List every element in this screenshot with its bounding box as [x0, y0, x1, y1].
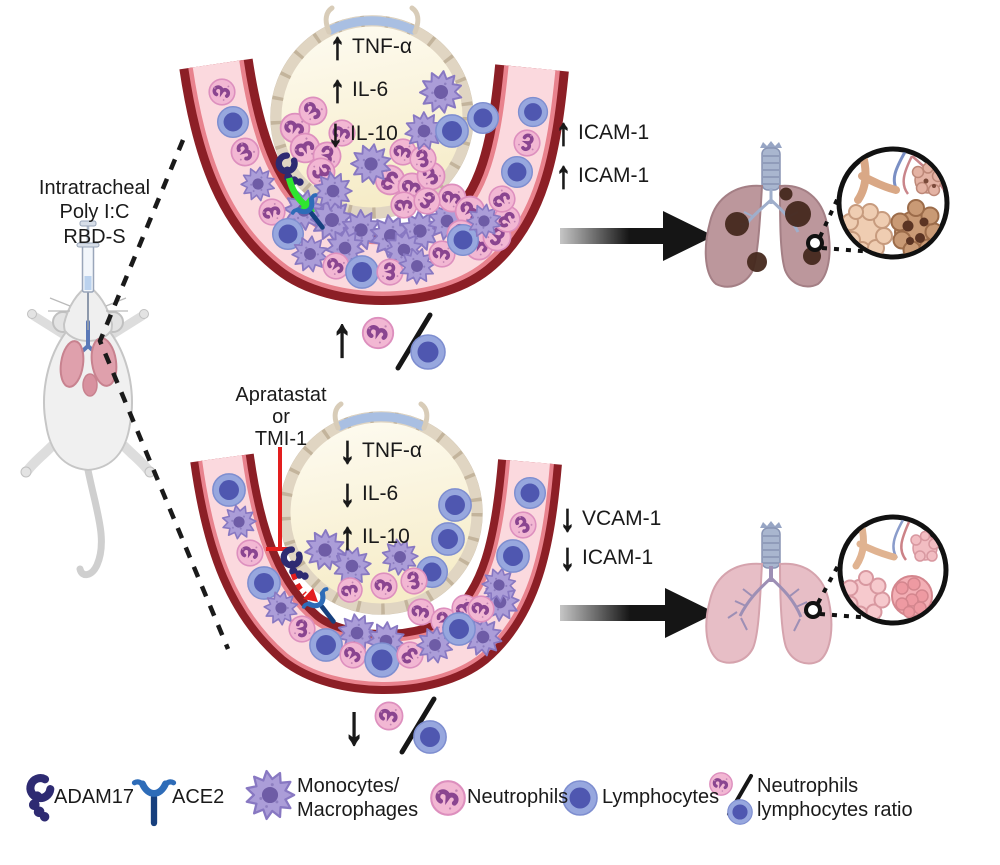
- cytokine-il6-bottom: ↓ IL-6: [339, 472, 399, 516]
- mouse-whiskers: [48, 297, 128, 312]
- bottom-ratio-icon: [373, 696, 447, 755]
- adhesion-icam1-bottom: ↓ ICAM-1: [559, 536, 654, 580]
- legend-label-ratio: Neutrophils lymphocytes ratio: [757, 775, 913, 822]
- mouse-lungs: [59, 320, 118, 397]
- down-arrow-icon: ↓: [559, 536, 575, 578]
- mouse-illustration: [20, 220, 156, 579]
- cytokine-label: IL-6: [352, 78, 389, 101]
- adhesion-icam1-top-1: ↑ ICAM-1: [555, 111, 650, 155]
- monocyte-macrophage-icon: [245, 769, 296, 821]
- inhibited-shedding-arrow: [290, 573, 318, 602]
- ratio-down-arrow: ↓: [343, 696, 365, 756]
- down-arrow-icon: ↓: [339, 429, 355, 471]
- dashed-connector-lines: [97, 139, 231, 650]
- treatment-label: Apratastat or TMI-1: [235, 384, 327, 450]
- intratracheal-challenge-label: Intratracheal Poly I:C RBD-S: [38, 177, 151, 248]
- bronchial-tree: [727, 566, 815, 632]
- adhesion-label: VCAM-1: [582, 507, 662, 530]
- cytokine-il6-top: ↑ IL-6: [329, 68, 389, 112]
- adhesion-label: ICAM-1: [578, 164, 650, 187]
- magnifier-damaged-alveoli: [806, 146, 950, 260]
- neutrophil-icon: [431, 781, 465, 815]
- magnifier-healthy-alveoli: [804, 514, 949, 626]
- down-arrow-icon: ↓: [559, 497, 575, 539]
- top-ratio-icon: [363, 312, 446, 371]
- up-arrow-icon: ↑: [329, 25, 345, 67]
- ratio-up-arrow: ↑: [331, 308, 353, 368]
- up-arrow-icon: ↑: [329, 68, 345, 110]
- healthy-lungs: [705, 521, 833, 665]
- progression-arrow-top: [560, 211, 714, 261]
- cytokine-label: TNF-α: [352, 35, 412, 58]
- mouse-body: [43, 330, 133, 472]
- legend-label-lymphocytes: Lymphocytes: [602, 786, 720, 808]
- up-arrow-icon: ↑: [555, 154, 571, 196]
- damaged-lungs: [704, 141, 831, 288]
- adhesion-icam1-top-2: ↑ ICAM-1: [555, 154, 650, 198]
- cytokine-il10-bottom: ↑ IL-10: [339, 515, 410, 559]
- legend-label-ace2: ACE2: [172, 786, 225, 808]
- cytokine-label: IL-6: [362, 482, 399, 505]
- mouse-tail: [76, 466, 105, 579]
- neutrophil-lymphocyte-ratio-icon: [708, 771, 753, 825]
- ace2-icon: [134, 782, 173, 823]
- down-arrow-icon: ↓: [339, 472, 355, 514]
- legend-label-neutrophils: Neutrophils: [467, 786, 569, 808]
- cytokine-tnf-alpha-top: ↑ TNF-α: [329, 25, 412, 69]
- up-arrow-icon: ↑: [555, 111, 571, 153]
- legend-label-adam17: ADAM17: [54, 786, 135, 808]
- adhesion-label: ICAM-1: [578, 121, 650, 144]
- cytokine-label: TNF-α: [362, 439, 422, 462]
- adhesion-label: ICAM-1: [582, 546, 654, 569]
- air-liquid-interface: [335, 412, 427, 431]
- up-arrow-icon: ↑: [339, 515, 355, 557]
- syringe-icon: [76, 220, 100, 330]
- cytokine-tnf-alpha-bottom: ↓ TNF-α: [339, 429, 422, 473]
- adhesion-vcam1-bottom: ↓ VCAM-1: [559, 497, 662, 541]
- air-liquid-interface: [326, 16, 418, 35]
- cytokine-label: IL-10: [350, 122, 398, 145]
- adam17-icon: [25, 777, 54, 824]
- progression-arrow-bottom: [560, 588, 716, 638]
- down-arrow-icon: ↓: [327, 112, 343, 154]
- cytokine-label: IL-10: [362, 525, 410, 548]
- cytokine-il10-top: ↓ IL-10: [327, 112, 398, 156]
- legend-label-monocytes-macrophages: Monocytes/ Macrophages: [297, 775, 419, 822]
